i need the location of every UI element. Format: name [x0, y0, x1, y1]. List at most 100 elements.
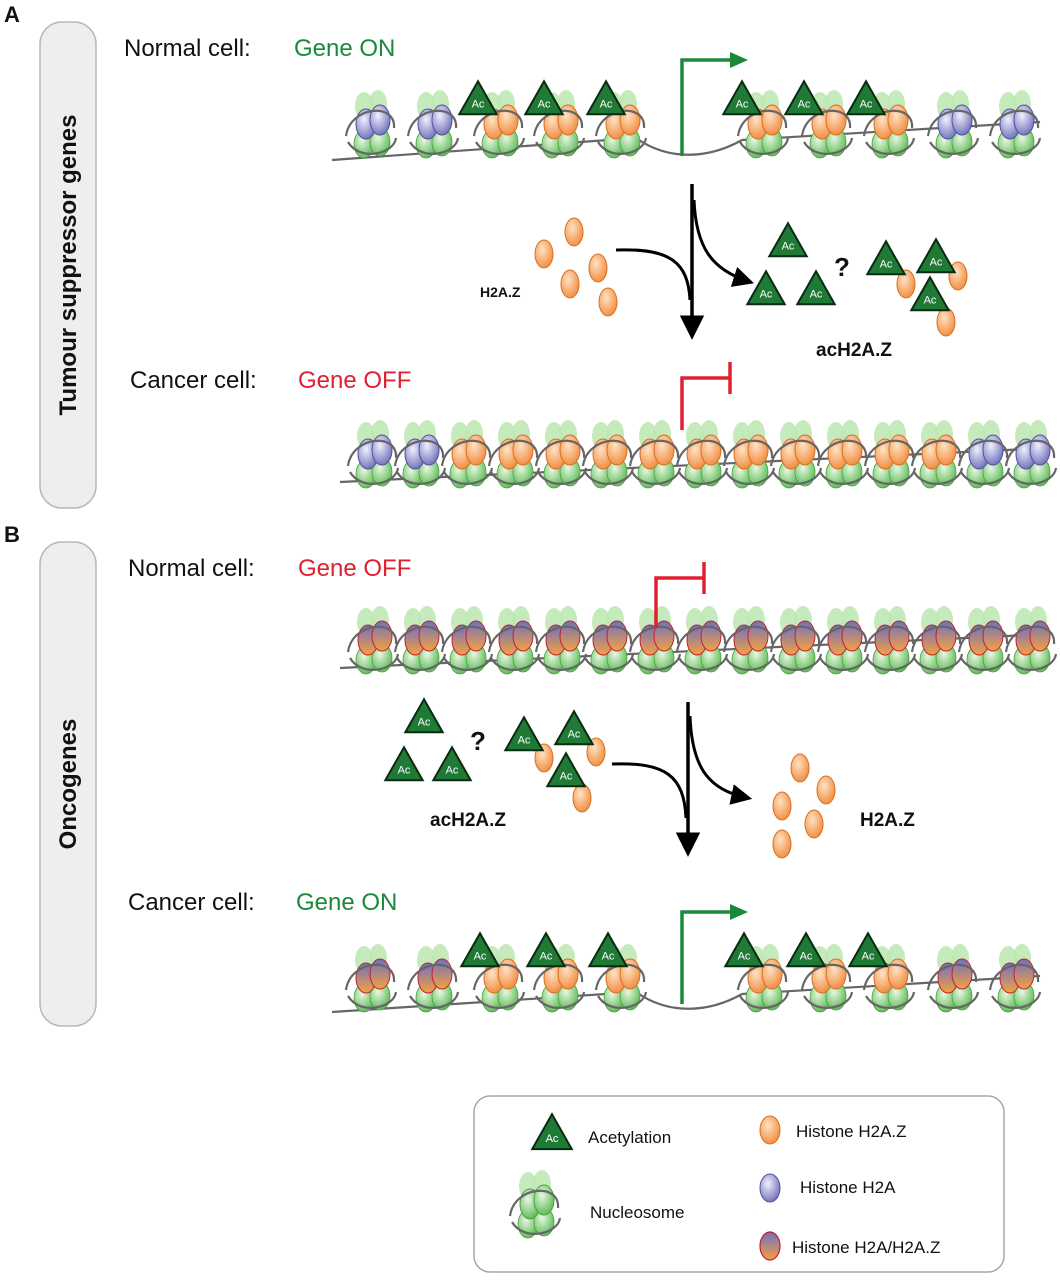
normal-cell-label-b: Normal cell: [128, 555, 255, 582]
ac-label: Ac [860, 98, 873, 110]
acetylation-icon: Ac [431, 745, 473, 782]
histone-h2az [772, 829, 792, 859]
acetylation-icon: Ac [459, 931, 501, 968]
nucleosome [862, 90, 916, 159]
panel-b: B Oncogenes Normal cell: Gene OFF Cancer… [4, 522, 1058, 1027]
nucleosome [440, 420, 494, 489]
nucleosome [800, 944, 854, 1013]
question-mark-a: ? [834, 252, 850, 282]
nucleosome [863, 420, 917, 489]
ach2az-label-b: acH2A.Z [430, 810, 506, 831]
promoter-off-b [654, 576, 704, 628]
legend-h2a-label: Histone H2A [800, 1178, 896, 1197]
cancer-cell-label-a: Cancer cell: [130, 367, 257, 394]
acetylation-icon: Ac [530, 1112, 574, 1151]
promoter-off-a [680, 376, 730, 430]
chromatin-cancer-tumour-suppressor [339, 420, 1058, 489]
nucleosome [581, 420, 635, 489]
ac-label: Ac [600, 98, 613, 110]
gene-off-label-a: Gene OFF [298, 367, 411, 394]
promoter-on-b [680, 910, 734, 1004]
nucleosome [344, 944, 398, 1013]
acetylation-icon: Ac [795, 269, 837, 306]
nucleosome [393, 420, 447, 489]
nucleosome [406, 944, 460, 1013]
nucleosome [393, 606, 447, 675]
ac-label: Ac [880, 258, 893, 270]
arrowhead-icon [730, 904, 748, 920]
ac-label: Ac [568, 728, 581, 740]
ac-label: Ac [924, 294, 937, 306]
acetylation-icon: Ac [915, 237, 957, 274]
promoter-on-a [680, 58, 734, 156]
acetylation-icon: Ac [530, 1112, 574, 1151]
histone-h2az-icon [759, 1115, 781, 1145]
histone-h2az [936, 307, 956, 337]
histone-hybrid-icon [759, 1231, 781, 1261]
nucleosome [628, 606, 682, 675]
cancer-cell-label-b: Cancer cell: [128, 889, 255, 916]
gene-off-label-b: Gene OFF [298, 555, 411, 582]
histone-h2az [598, 287, 618, 317]
nucleosome [628, 420, 682, 489]
nucleosome [926, 90, 980, 159]
acetylation-icon: Ac [553, 709, 595, 746]
ac-label: Ac [560, 770, 573, 782]
histone-h2az [896, 269, 916, 299]
acetylation-icon: Ac [845, 79, 887, 116]
gene-on-label-b: Gene ON [296, 889, 397, 916]
nucleosome [816, 420, 870, 489]
ac-label: Ac [930, 256, 943, 268]
nucleosome [487, 606, 541, 675]
ac-label: Ac [760, 288, 773, 300]
acetylation-icon: Ac [587, 931, 629, 968]
nucleosome [910, 420, 964, 489]
histone-h2az [572, 783, 592, 813]
nucleosome [675, 420, 729, 489]
nucleosome [769, 420, 823, 489]
nucleosome [863, 606, 917, 675]
nucleosome [862, 944, 916, 1013]
nucleosome [722, 606, 776, 675]
h2az-label-b: H2A.Z [860, 810, 915, 831]
acetylation-icon: Ac [723, 931, 765, 968]
histone-h2az [772, 791, 792, 821]
acetylation-icon: Ac [865, 239, 907, 276]
histone-h2a-icon [759, 1173, 781, 1203]
arrowhead-icon [730, 52, 748, 68]
nucleosome-icon [508, 1170, 562, 1239]
acetylation-icon: Ac [909, 275, 951, 312]
side-label-oncogenes: Oncogenes [55, 719, 82, 850]
outgoing-arrow-b [688, 715, 753, 805]
histone-h2az [804, 809, 824, 839]
acetylation-icon: Ac [745, 269, 787, 306]
incoming-arrow-b [611, 762, 688, 819]
ac-label: Ac [798, 98, 811, 110]
legend-box [473, 1095, 1005, 1273]
acetylation-icon: Ac [403, 697, 445, 734]
ac-label: Ac [472, 98, 485, 110]
legend-h2az-label: Histone H2A.Z [796, 1122, 907, 1141]
nucleosome [406, 90, 460, 159]
ac-label: Ac [538, 98, 551, 110]
legend-hybrid-label: Histone H2A/H2A.Z [792, 1238, 940, 1257]
nucleosome [957, 420, 1011, 489]
nucleosome [487, 420, 541, 489]
gene-on-label-a: Gene ON [294, 35, 395, 62]
acetylation-icon: Ac [457, 79, 499, 116]
nucleosome [816, 606, 870, 675]
normal-cell-label-a: Normal cell: [124, 35, 251, 62]
histone-h2az [560, 269, 580, 299]
nucleosome [736, 944, 790, 1013]
nucleosome [440, 606, 494, 675]
free-h2az-cluster-a [534, 217, 618, 317]
panel-a: A Tumour suppressor genes Normal cell: G… [4, 2, 1058, 509]
free-h2az-cluster-b [772, 753, 836, 859]
histone-h2az [790, 753, 810, 783]
ac-label: Ac [862, 950, 875, 962]
acetylation-icon: Ac [721, 79, 763, 116]
nucleosome [910, 606, 964, 675]
